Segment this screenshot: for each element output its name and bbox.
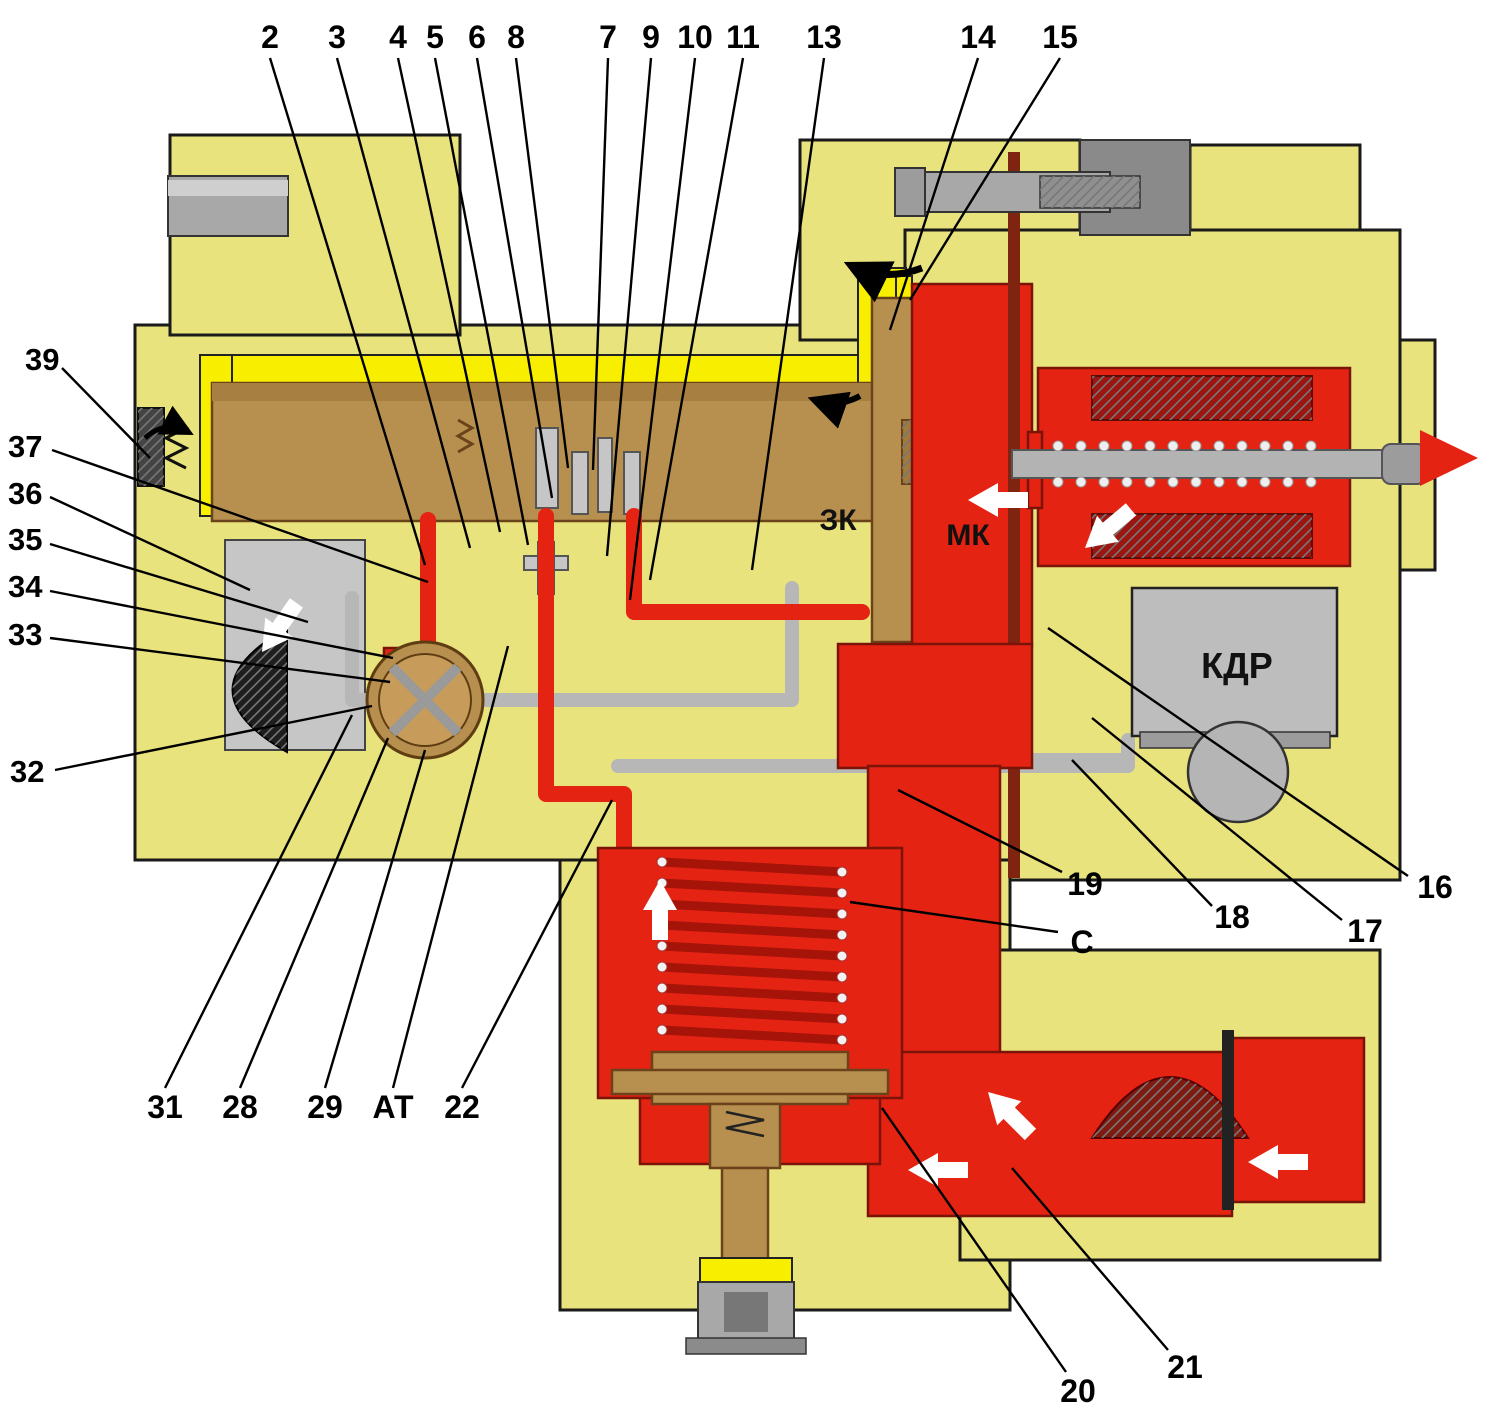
- callout-31: 31: [147, 1089, 183, 1125]
- callout-3: 3: [328, 19, 346, 55]
- valve-stem-3: [597, 437, 613, 513]
- leader-lines: [49, 57, 1409, 1373]
- callout-39: 39: [25, 342, 59, 377]
- intake-horn: [1090, 1030, 1250, 1210]
- chamber-labels: ЗК МК КДР: [819, 504, 1272, 686]
- callout-2: 2: [261, 19, 279, 55]
- arrow-black-top: [843, 261, 924, 303]
- flow-arrows: [143, 261, 1308, 1187]
- valve-stem-2: [571, 451, 589, 515]
- rod-red-tip: [1420, 430, 1478, 486]
- label-zk: ЗК: [819, 504, 857, 537]
- arrow-black-channel: [807, 391, 862, 429]
- cross-valve: [365, 640, 485, 760]
- right-spring-cylinder: [1011, 366, 1478, 568]
- gray-passages: [345, 581, 1135, 773]
- callout-7: 7: [599, 19, 617, 55]
- callout-32: 32: [10, 754, 44, 789]
- callout-13: 13: [806, 19, 842, 55]
- callout-19: 19: [1067, 866, 1103, 902]
- callout-35: 35: [8, 522, 42, 557]
- top-left-cylinder: [167, 175, 289, 237]
- arrow-black-cap: [143, 405, 194, 440]
- spring-coil-dots: [1052, 440, 1317, 488]
- callout-11: 11: [726, 19, 760, 55]
- kdr-valve: [1130, 586, 1339, 824]
- label-mk: МК: [946, 519, 990, 552]
- lower-spring-chamber: [596, 846, 904, 1355]
- callout-15: 15: [1042, 19, 1078, 55]
- push-rod: [1011, 449, 1433, 479]
- callout-28: 28: [222, 1089, 258, 1125]
- callout-14: 14: [960, 19, 996, 55]
- callout-18: 18: [1214, 899, 1250, 935]
- callout-6: 6: [468, 19, 486, 55]
- callout-33: 33: [8, 617, 42, 652]
- callout-37: 37: [8, 429, 42, 464]
- callout-5: 5: [426, 19, 444, 55]
- valve-stem-4: [623, 451, 641, 515]
- callout-17: 17: [1347, 913, 1383, 949]
- callout-16: 16: [1417, 869, 1453, 905]
- callout-c: С: [1070, 924, 1093, 960]
- callout-9: 9: [642, 19, 660, 55]
- label-kdr: КДР: [1201, 645, 1273, 686]
- callout-10: 10: [677, 19, 713, 55]
- callout-34: 34: [8, 569, 43, 604]
- callout-36: 36: [8, 476, 42, 511]
- kdr-ball: [1186, 720, 1290, 824]
- callout-29: 29: [307, 1089, 343, 1125]
- callout-21: 21: [1167, 1349, 1203, 1385]
- callout-20: 20: [1060, 1373, 1096, 1409]
- callout-8: 8: [507, 19, 525, 55]
- callout-22: 22: [444, 1089, 480, 1125]
- left-mesh-filter: [231, 626, 288, 754]
- callout-labels: 2 3 4 5 6 8 7 9 10 11 13 14 15 39 37 36 …: [8, 19, 1453, 1409]
- callout-4: 4: [389, 19, 407, 55]
- callout-at: АТ: [372, 1089, 414, 1125]
